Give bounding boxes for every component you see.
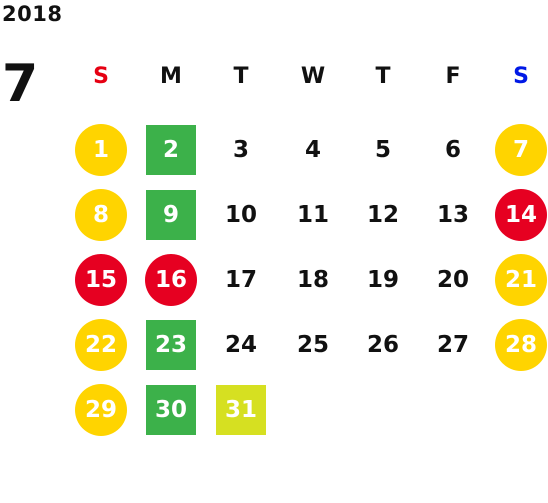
calendar-day-2[interactable]: 2 [146,125,196,175]
calendar-day-3[interactable]: 3 [232,137,249,163]
calendar-day-28[interactable]: 28 [495,319,547,371]
calendar-day-7[interactable]: 7 [495,124,547,176]
calendar-day-17[interactable]: 17 [224,267,257,293]
calendar-day-21[interactable]: 21 [495,254,547,306]
calendar-day-13[interactable]: 13 [436,202,469,228]
calendar-day-30[interactable]: 30 [146,385,196,435]
calendar-day-8[interactable]: 8 [75,189,127,241]
calendar-day-24[interactable]: 24 [224,332,257,358]
month-number: 7 [2,54,39,114]
calendar-day-16[interactable]: 16 [145,254,197,306]
calendar-day-4[interactable]: 4 [304,137,321,163]
weekday-header-wednesday: W [300,64,326,89]
calendar-day-15[interactable]: 15 [75,254,127,306]
calendar-day-27[interactable]: 27 [436,332,469,358]
weekday-header-monday: M [160,64,182,89]
calendar-day-29[interactable]: 29 [75,384,127,436]
calendar-day-6[interactable]: 6 [444,137,461,163]
calendar-day-9[interactable]: 9 [146,190,196,240]
calendar-day-31[interactable]: 31 [216,385,266,435]
weekday-header-tuesday: T [233,64,249,89]
weekday-header-thursday: T [375,64,391,89]
calendar-day-22[interactable]: 22 [75,319,127,371]
calendar-day-18[interactable]: 18 [296,267,329,293]
calendar-day-26[interactable]: 26 [366,332,399,358]
calendar-day-10[interactable]: 10 [224,202,257,228]
calendar-day-25[interactable]: 25 [296,332,329,358]
calendar-day-5[interactable]: 5 [374,137,391,163]
calendar-day-11[interactable]: 11 [296,202,329,228]
weekday-header-friday: F [445,64,461,89]
calendar-day-23[interactable]: 23 [146,320,196,370]
calendar-day-20[interactable]: 20 [436,267,469,293]
weekday-header-saturday: S [513,64,529,89]
calendar-day-19[interactable]: 19 [366,267,399,293]
calendar-day-1[interactable]: 1 [75,124,127,176]
weekday-header-sunday: S [93,64,109,89]
calendar-day-12[interactable]: 12 [366,202,399,228]
calendar-day-14[interactable]: 14 [495,189,547,241]
year-label: 2018 [2,2,63,26]
